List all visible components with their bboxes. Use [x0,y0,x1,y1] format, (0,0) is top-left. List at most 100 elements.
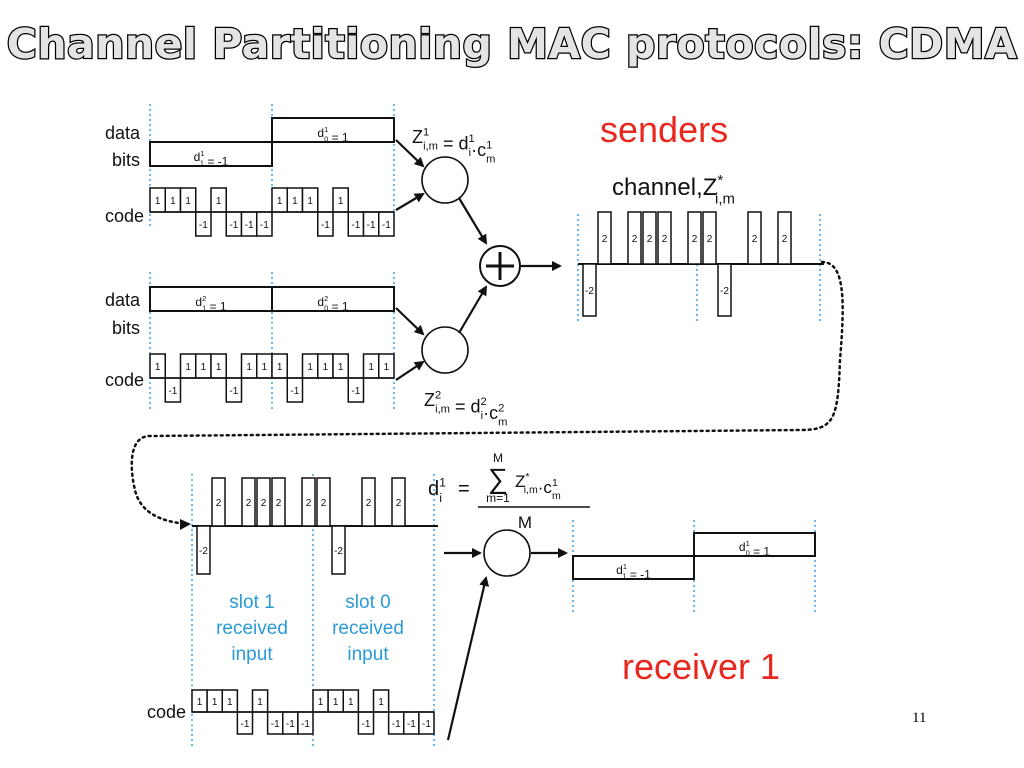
received-wave-chip [331,525,346,575]
receiver-code-chip-label: -1 [271,719,280,730]
sender2-bits-label: bits [112,318,140,338]
sender1-code-label: code [105,206,144,226]
sender1-bits-label: bits [112,150,140,170]
receiver-input-arrowhead [180,519,191,530]
channel-wave-chip-label: 2 [752,234,758,245]
channel-wave-chip [687,211,702,265]
sender2-data-bit-bar [149,286,273,312]
channel-wave-chip-label: 2 [782,234,788,245]
arrow-code1-to-mult [395,192,425,211]
channel-wave-chip-label: 2 [602,234,608,245]
slot0-label-line: input [347,644,389,665]
received-wave-chip-label: 2 [321,498,327,509]
received-wave-chip-label: 2 [276,498,282,509]
slot0-label-line: received [332,618,404,639]
receiver-code-chip-label: -1 [361,719,370,730]
sender1-code-chip-label: 1 [170,196,176,207]
sender1-code-chip-label: -1 [351,220,360,231]
sender1-code-chip-label: -1 [199,220,208,231]
received-wave-chip [316,477,331,527]
receiver-code-chip-label: -1 [392,719,401,730]
received-wave-chip [211,477,226,527]
received-wave-chip [301,477,316,527]
sender1-code-chip-label: -1 [367,220,376,231]
received-wave-chip-label: 2 [306,498,312,509]
received-wave-chip [271,477,286,527]
channel-wave-chip [642,211,657,265]
sender1-code-chip-label: 1 [307,196,313,207]
receiver-code-chip-label: 1 [212,697,218,708]
sender2-code-chip-label: 1 [246,362,252,373]
sender1-code-chip-label: 1 [155,196,161,207]
sender2-code-chip-label: 1 [201,362,207,373]
received-wave-chip [256,477,271,527]
connector-arrows [130,139,844,741]
arrow-mult1-to-sum [458,197,488,245]
sender2-code-chip-label: 1 [216,362,222,373]
sender1-data-bit-bar [149,141,273,167]
sender2-code-chip-label: 1 [323,362,329,373]
sender1-code-chip-label: 1 [185,196,191,207]
slot1-label-line: input [231,644,273,665]
receiver-code-chip-label: 1 [348,697,354,708]
sender2-code-chip-label: 1 [277,362,283,373]
channel-wave-chip-label: 2 [662,234,668,245]
channel-wave-chip-label: 2 [647,234,653,245]
receiver-multiplier-circle [483,529,531,577]
channel-wave-chip [657,211,672,265]
sender1-code-chip-label: -1 [245,220,254,231]
receiver-code-chip-label: -1 [422,719,431,730]
arrow-code-to-mult [446,576,490,741]
decode-formula-eq: = [458,478,470,500]
slot1-label-line: slot 1 [229,592,274,613]
receiver-code-chip-label: -1 [286,719,295,730]
channel-wave-chip-label: -2 [720,286,729,297]
sender2-code-chip-label: -1 [351,386,360,397]
received-wave-chip-label: -2 [334,546,343,557]
sender2-code-chip-label: 1 [262,362,268,373]
sender2-code-chip-label: 1 [185,362,191,373]
sender2-data-label: data [105,290,141,310]
decoded-bit-bar [572,555,695,580]
channel-wave-chip-label: 2 [707,234,713,245]
receiver-code-chip-label: 1 [333,697,339,708]
sender2-code-chip-label: -1 [168,386,177,397]
decode-denominator: M [518,513,532,532]
received-wave-chip-label: 2 [366,498,372,509]
receiver-code-chip-label: 1 [197,697,203,708]
multiplier-circle-sender2 [421,326,469,374]
receiver-code-chip-label: -1 [301,719,310,730]
receiver-code-chip-label: 1 [257,697,263,708]
decode-sum-symbol: ∑ [488,463,508,494]
arrow-data1-to-mult [395,139,425,168]
sender2-code-chip-label: 1 [155,362,161,373]
arrow-data2-to-mult [395,307,425,336]
channel-wave-chip [717,263,732,317]
slot1-label-line: received [216,618,288,639]
decode-sum-top: M [493,451,503,465]
slide-title: Channel Partitioning MAC protocols: CDMA [6,19,1018,70]
decode-sum-bottom: m=1 [486,491,510,505]
sender1-code-chip-label: -1 [382,220,391,231]
multiplier-circle-sender1 [421,156,469,204]
sender1-data-bit-bar [271,117,395,143]
received-wave-chip [241,477,256,527]
receiver-code-label: code [147,702,186,722]
sender1-code-chip-label: -1 [321,220,330,231]
received-wave-chip [391,477,406,527]
decoded-bit-bar [693,532,816,557]
sender1-code-chip-label: 1 [216,196,222,207]
received-wave-chip [361,477,376,527]
sender2-code-label: code [105,370,144,390]
sender2-code-chip-label: 1 [384,362,390,373]
received-wave-chip-label: 2 [261,498,267,509]
sender1-code-chip-label: 1 [292,196,298,207]
slot0-label-line: slot 0 [345,592,390,613]
receiver-code-chip-label: -1 [240,719,249,730]
